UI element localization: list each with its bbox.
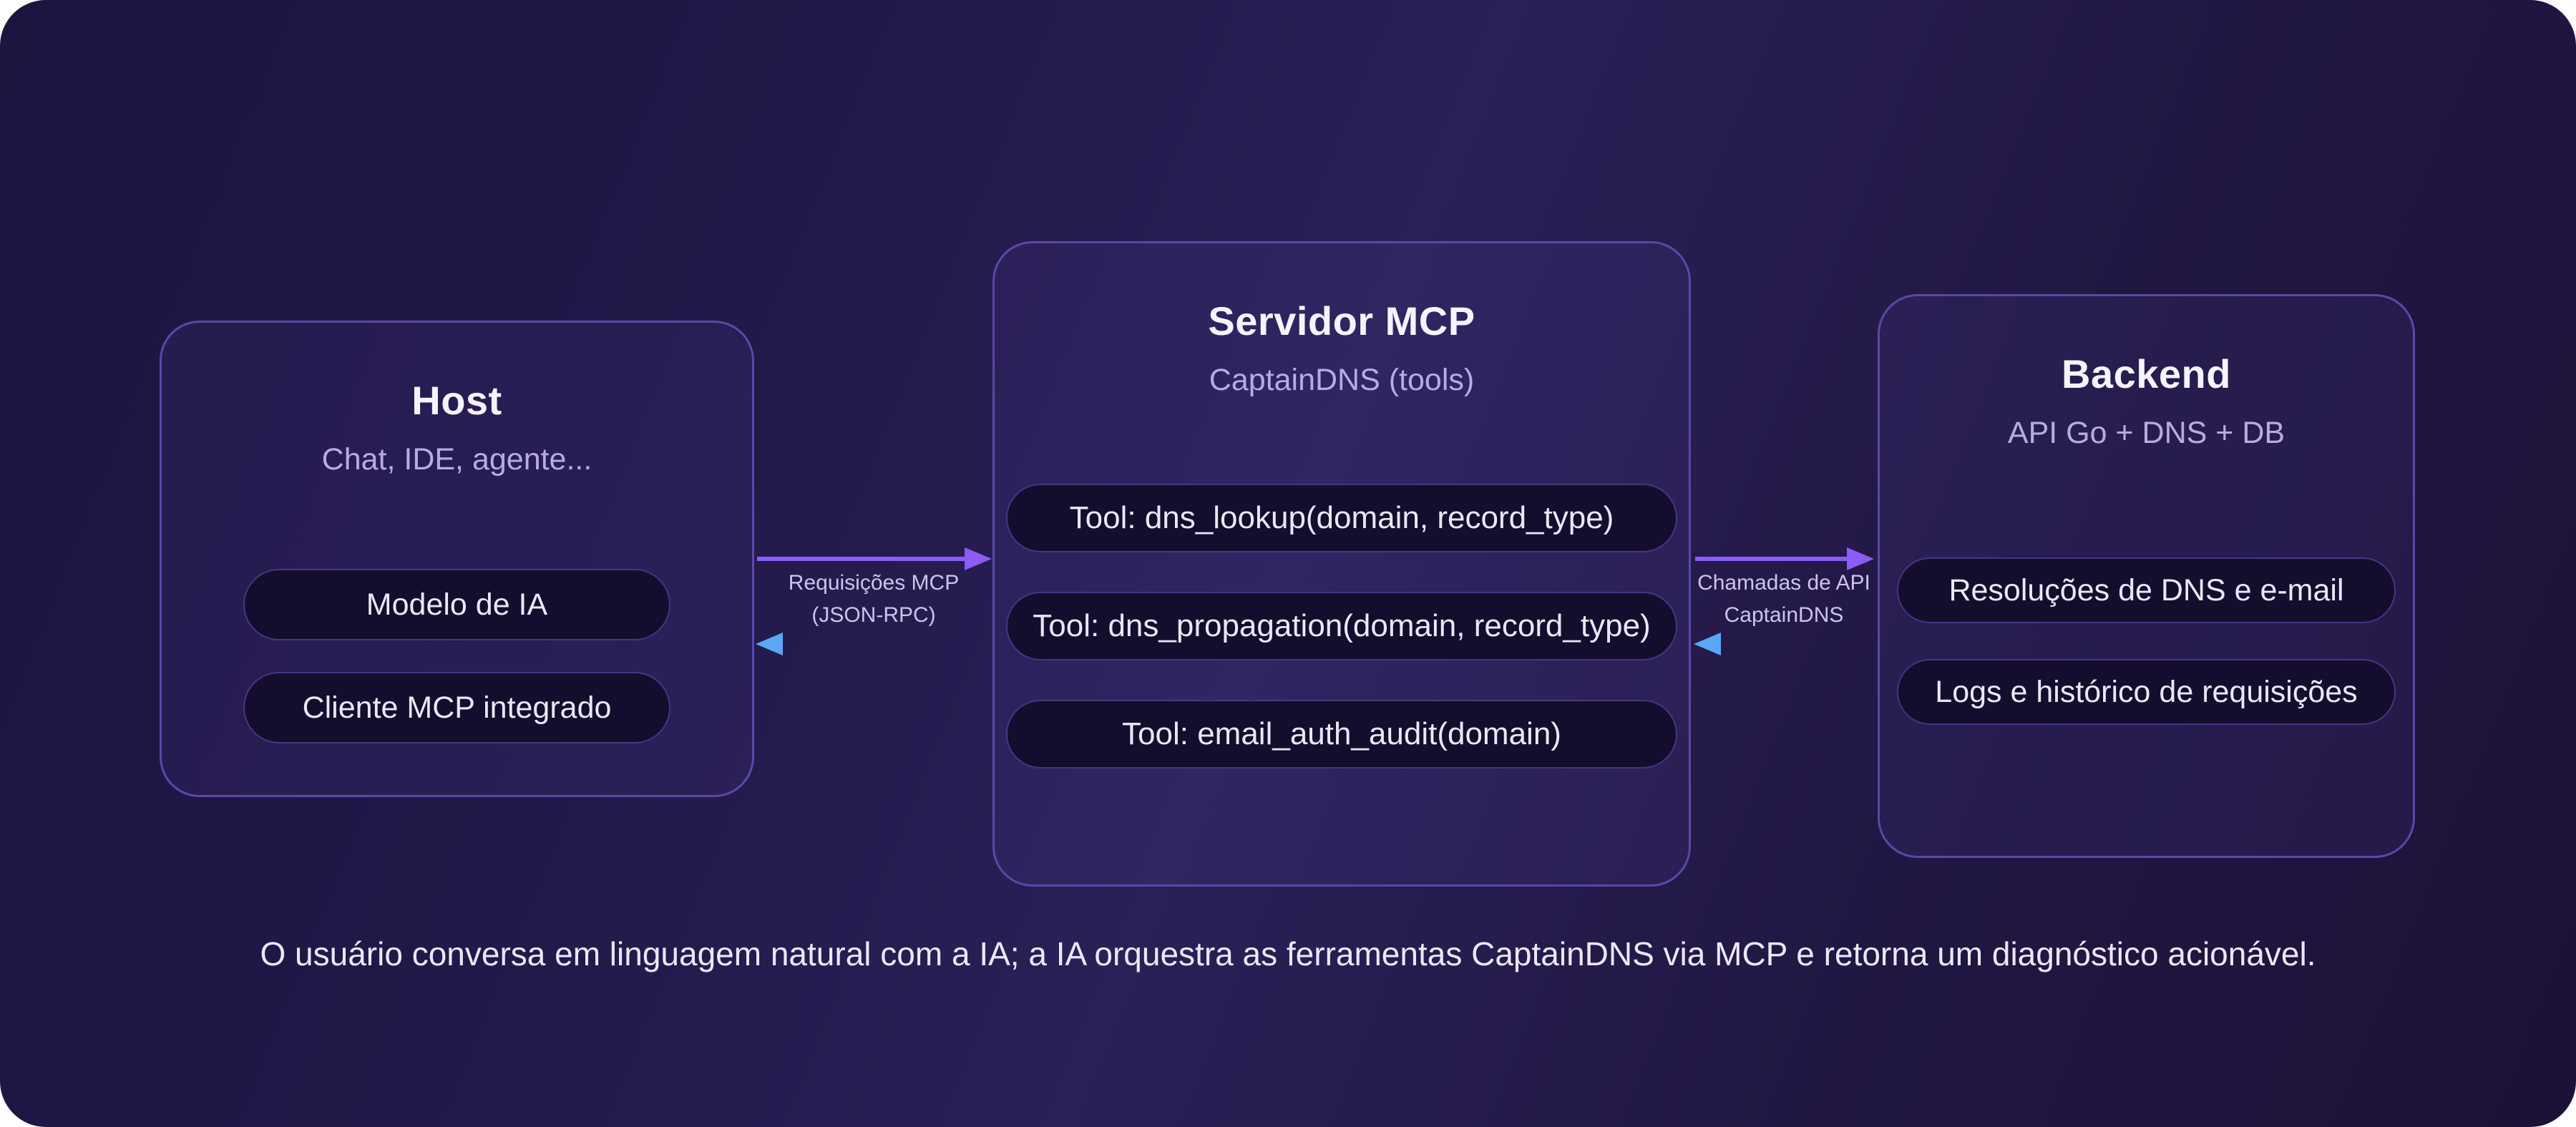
mcp-server-title: Servidor MCP [1208, 298, 1475, 343]
tool-dns-propagation: Tool: dns_propagation(domain, record_typ… [1006, 592, 1677, 660]
backend-item-logs-history: Logs e histórico de requisições [1897, 659, 2396, 725]
mcp-server-tools: Tool: dns_lookup(domain, record_type) To… [995, 484, 1689, 769]
link-label-line2: (JSON-RPC) [811, 603, 936, 627]
host-item-mcp-client: Cliente MCP integrado [243, 672, 670, 743]
backend-item-dns-email-resolutions: Resoluções de DNS e e-mail [1897, 557, 2396, 623]
link-label-line1: Requisições MCP [788, 571, 960, 595]
host-item-ai-model: Modelo de IA [243, 569, 670, 640]
backend-title: Backend [2062, 351, 2231, 396]
backend-items: Resoluções de DNS e e-mail Logs e histór… [1880, 557, 2413, 725]
link-label-host-server: Requisições MCP (JSON-RPC) [756, 567, 992, 631]
host-subtitle: Chat, IDE, agente... [321, 442, 592, 477]
link-label-line2: CaptainDNS [1724, 603, 1844, 627]
mcp-server-subtitle: CaptainDNS (tools) [1209, 363, 1475, 397]
host-title: Host [411, 378, 502, 423]
backend-node: Backend API Go + DNS + DB Resoluções de … [1878, 294, 2415, 858]
link-label-server-backend: Chamadas de API CaptainDNS [1677, 567, 1891, 631]
host-node: Host Chat, IDE, agente... Modelo de IA C… [160, 321, 754, 797]
backend-subtitle: API Go + DNS + DB [2007, 416, 2285, 450]
tool-dns-lookup: Tool: dns_lookup(domain, record_type) [1006, 484, 1677, 552]
link-label-line1: Chamadas de API [1697, 571, 1870, 595]
tool-email-auth-audit: Tool: email_auth_audit(domain) [1006, 700, 1677, 769]
diagram-caption: O usuário conversa em linguagem natural … [260, 935, 2316, 972]
arrow-right-requests-icon [757, 547, 992, 570]
mcp-server-node: Servidor MCP CaptainDNS (tools) Tool: dn… [992, 241, 1691, 887]
host-items: Modelo de IA Cliente MCP integrado [162, 569, 752, 743]
arrow-right-api-calls-icon [1695, 547, 1874, 570]
arrow-left-responses-icon [756, 633, 990, 655]
arrow-left-api-responses-icon [1694, 633, 1873, 655]
